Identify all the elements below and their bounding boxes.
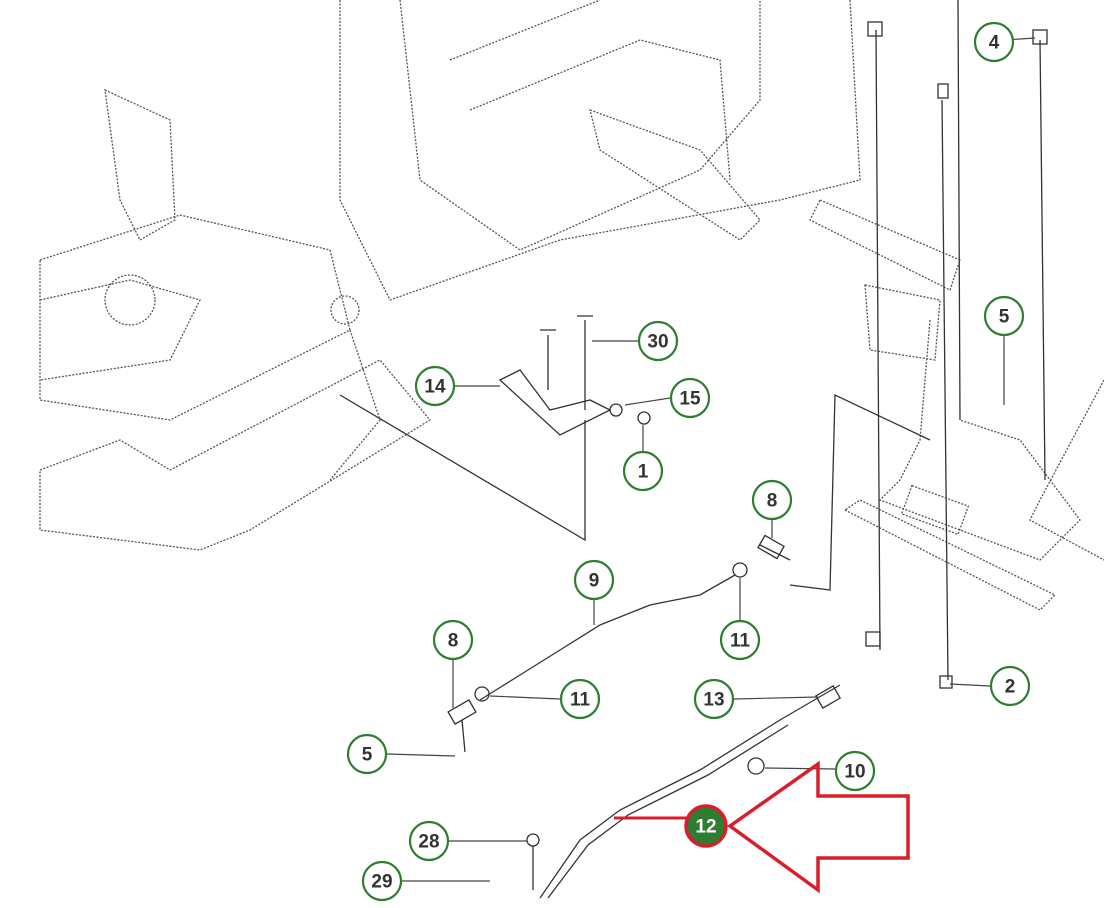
svg-text:11: 11 <box>570 690 591 711</box>
svg-text:5: 5 <box>999 307 1010 328</box>
svg-text:28: 28 <box>418 832 439 853</box>
svg-text:5: 5 <box>362 745 373 766</box>
svg-text:30: 30 <box>647 332 668 353</box>
svg-text:8: 8 <box>767 491 778 512</box>
svg-text:8: 8 <box>448 631 459 652</box>
leader-lines <box>386 37 1036 882</box>
highlight-annotation <box>614 760 910 894</box>
svg-text:10: 10 <box>844 762 865 783</box>
callout-8[interactable]: 8 <box>432 619 474 661</box>
callout-2[interactable]: 2 <box>989 665 1031 707</box>
callout-10[interactable]: 10 <box>834 750 876 792</box>
svg-text:12: 12 <box>695 817 716 838</box>
callout-11[interactable]: 11 <box>559 678 601 720</box>
callout-13[interactable]: 13 <box>693 678 735 720</box>
svg-text:14: 14 <box>424 377 446 398</box>
svg-text:11: 11 <box>730 631 751 652</box>
callout-15[interactable]: 15 <box>669 377 711 419</box>
svg-text:1: 1 <box>638 462 649 483</box>
callout-1[interactable]: 1 <box>622 450 664 492</box>
svg-text:29: 29 <box>371 872 392 893</box>
callout-30[interactable]: 30 <box>637 320 679 362</box>
callout-28[interactable]: 28 <box>408 820 450 862</box>
callout-8[interactable]: 8 <box>751 479 793 521</box>
callout-5[interactable]: 5 <box>346 733 388 775</box>
mower-frame-drawing <box>39 0 1104 899</box>
svg-text:9: 9 <box>589 571 600 592</box>
svg-text:13: 13 <box>703 690 724 711</box>
callout-14[interactable]: 14 <box>414 365 456 407</box>
callout-11[interactable]: 11 <box>719 619 761 661</box>
callout-9[interactable]: 9 <box>573 559 615 601</box>
red-arrow-icon <box>726 760 910 894</box>
callout-4[interactable]: 4 <box>973 21 1015 63</box>
svg-text:15: 15 <box>679 389 701 410</box>
svg-text:4: 4 <box>989 33 1000 54</box>
callout-29[interactable]: 29 <box>361 860 403 902</box>
callout-12-highlighted[interactable]: 12 <box>684 804 728 848</box>
callout-5[interactable]: 5 <box>983 295 1025 337</box>
svg-text:2: 2 <box>1005 677 1016 698</box>
